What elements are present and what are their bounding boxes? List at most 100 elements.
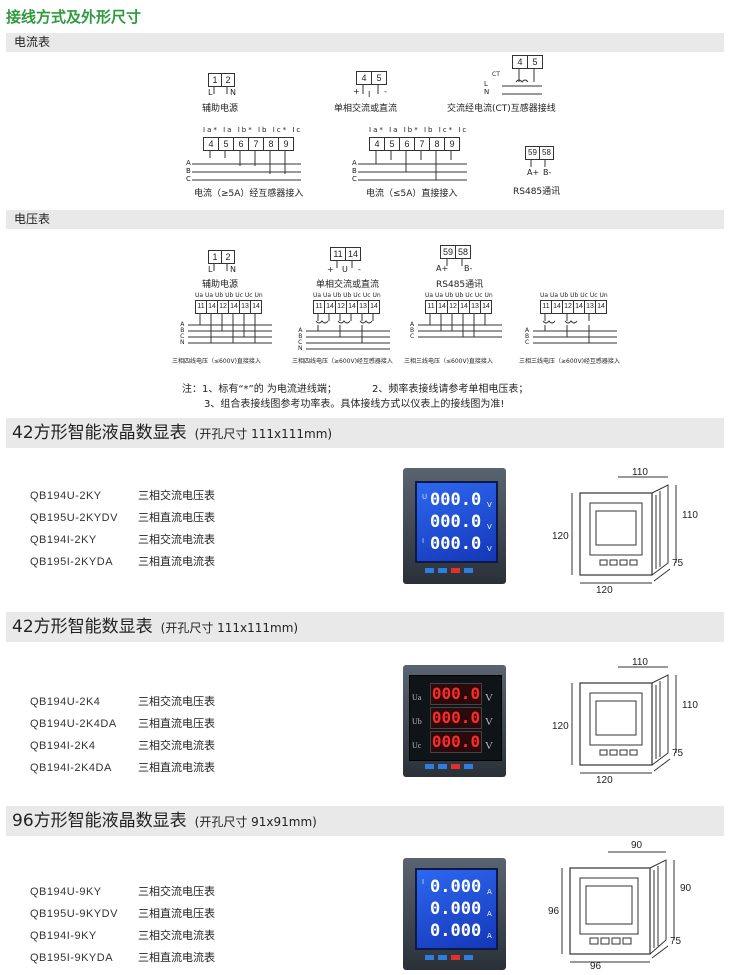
terminal: 5 <box>385 138 400 150</box>
single-phase-leads <box>336 260 353 268</box>
terminal: 12 <box>563 301 574 313</box>
section-bar-voltage: 电压表 <box>6 210 724 229</box>
dim-width: 90 <box>631 840 643 851</box>
terminal: 12 <box>218 301 229 313</box>
current-aux-power-diagram: 1 2 L N 辅助电源 <box>202 73 238 114</box>
diagram-caption: 交流经电流(CT)互感器接线 <box>447 104 556 114</box>
meter-button <box>425 568 434 573</box>
terminal: 58 <box>542 148 551 157</box>
terminal: 4 <box>370 138 385 150</box>
diagram-caption: 电流（≥5A）经互感器接入 <box>194 189 304 199</box>
terminal: 11 <box>541 301 552 313</box>
dimension-drawing-1: 110 110 120 120 75 <box>548 465 708 600</box>
four-wire-pt-wiring <box>306 313 390 350</box>
terminal: 58 <box>457 247 468 257</box>
terminal: 8 <box>430 138 445 150</box>
product-bar-2: 42方形智能数显表(开孔尺寸 111x111mm) <box>6 612 724 642</box>
terminal-top-labels: Ua Ua Ub Ub Uc Uc Un <box>313 292 381 299</box>
dimension-lines <box>571 666 677 774</box>
three-phase-ct-wiring <box>192 150 301 181</box>
aux-leads <box>213 263 228 271</box>
dim-panel-height: 96 <box>548 906 560 917</box>
section-title: 电流表 <box>14 35 51 49</box>
diagram-caption: 三相四线电压（≤600V)直接接入 <box>172 358 261 365</box>
terminal: 14 <box>597 303 605 310</box>
diagram-caption: 三相三线电压（≥600V)经互感器接入 <box>519 358 620 365</box>
terminal-block: 4 5 <box>512 55 543 69</box>
terminal: 11 <box>314 301 325 313</box>
terminal-top-labels: Ua Ua Ub Ub Uc Uc Un <box>425 292 493 299</box>
diagram-caption: 辅助电源 <box>202 104 239 114</box>
product-subtitle: (开孔尺寸 111x111mm) <box>194 427 333 441</box>
meter-button <box>464 568 473 573</box>
terminal: 5 <box>532 57 538 67</box>
lead-mark: A+ <box>527 168 540 177</box>
note-line-1b: 2、频率表接线请参考单相电压表； <box>372 384 529 395</box>
product-bar-1: 42方形智能液晶数显表(开孔尺寸 111x111mm) <box>6 418 724 448</box>
terminal: 13 <box>358 301 369 313</box>
product-bar-3: 96方形智能液晶数显表(开孔尺寸 91x91mm) <box>6 806 724 836</box>
note-line-1a: 注：1、标有“*”的 为电流进线端； <box>182 384 337 395</box>
ct-mark: CT <box>492 71 500 78</box>
lead-mark: B- <box>464 264 473 273</box>
led-display: 000.0 <box>430 731 482 753</box>
dimension-lines <box>561 851 675 963</box>
terminal-block: 1 2 <box>208 250 235 264</box>
terminal-top-labels: Ia* Ia Ib* Ib Ic* Ic <box>369 126 469 134</box>
dim-panel-width: 96 <box>590 961 602 972</box>
product-title: 96方形智能液晶数显表 <box>12 811 187 831</box>
product-subtitle: (开孔尺寸 111x111mm) <box>160 621 299 635</box>
dim-depth: 75 <box>672 558 684 569</box>
terminal-block: 59 58 <box>525 146 554 160</box>
terminal: 14 <box>229 301 240 313</box>
aux-leads <box>213 86 228 94</box>
terminal: 59 <box>441 246 456 258</box>
dim-height: 110 <box>682 700 698 711</box>
terminal: 14 <box>347 249 358 259</box>
terminal: 1 <box>209 251 222 263</box>
lead-mark: - <box>384 87 387 96</box>
terminal: 12 <box>336 301 347 313</box>
four-wire-direct-wiring <box>188 313 272 344</box>
terminal-block: 4 5 6 7 8 9 <box>203 137 294 151</box>
terminal-top-labels: Ia* Ia Ib* Ib Ic* Ic <box>203 126 303 134</box>
dim-panel-width: 120 <box>596 775 613 786</box>
terminal-top-labels: Ua Ua Ub Ub Uc Uc Un <box>540 292 608 299</box>
terminal: 6 <box>234 138 249 150</box>
terminal: 12 <box>448 301 459 313</box>
terminal: 13 <box>240 301 251 313</box>
dimension-drawing-2: 110 110 120 120 75 <box>548 655 708 790</box>
terminal: 7 <box>249 138 264 150</box>
terminal: 14 <box>482 303 490 310</box>
meter-button <box>425 764 434 769</box>
dim-depth: 75 <box>672 748 684 759</box>
diagram-caption: 三相四线电压（≥600V)经互感器接入 <box>292 358 393 365</box>
terminal-top-labels: Ua Ua Ub Ub Uc Uc Un <box>195 292 263 299</box>
terminal: 14 <box>574 301 585 313</box>
lead-mark: L <box>484 80 488 88</box>
meter-button <box>451 764 460 769</box>
terminal: 14 <box>370 303 378 310</box>
terminal: 59 <box>526 147 540 159</box>
diagram-caption: 电流（≤5A）直接接入 <box>366 189 458 199</box>
lead-mark: N <box>230 88 236 97</box>
voltage-single-phase-diagram: 11 14 + U - 单相交流或直流 <box>316 247 379 290</box>
terminal: 5 <box>219 138 234 150</box>
terminal: 14 <box>252 303 260 310</box>
terminal: 11 <box>331 248 346 260</box>
